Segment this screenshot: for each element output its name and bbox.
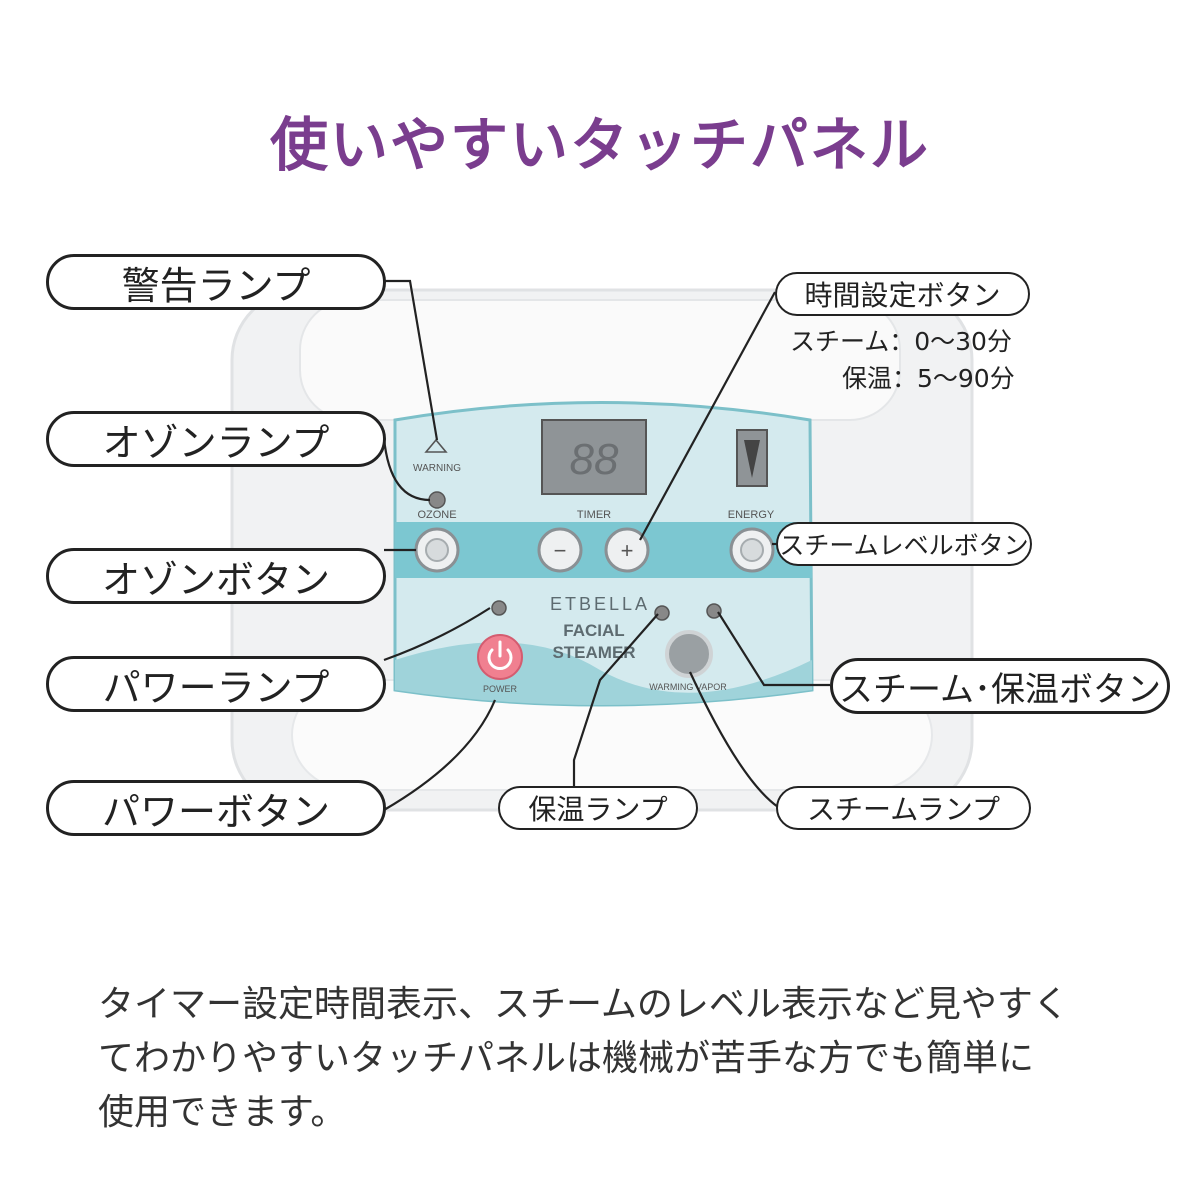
warning-text: WARNING [413,463,461,474]
ozone-button-graphic [416,529,458,571]
label-warm-lamp: 保温ランプ [498,786,698,830]
label-ozone-button: オゾンボタン [46,548,386,604]
steam-warm-button-graphic [667,632,711,676]
label-warning-lamp: 警告ランプ [46,254,386,310]
product-text-1: FACIAL [563,621,624,640]
svg-text:+: + [621,538,634,563]
energy-button-graphic [731,529,773,571]
label-steam-lamp: スチームランプ [776,786,1031,830]
description-line: 使用できます。 [98,1086,1118,1140]
label-steam-warm-button: スチーム･保温ボタン [830,658,1170,714]
label-ozone-lamp: オゾンランプ [46,411,386,467]
timer-note-warm: 保温：5〜90分 [842,359,1015,395]
steam-lamp-graphic [707,604,721,618]
ozone-text: OZONE [417,509,456,521]
description-text: タイマー設定時間表示、スチームのレベル表示など見やすく てわかりやすいタッチパネ… [98,978,1118,1140]
label-power-lamp: パワーランプ [46,656,386,712]
label-timer-button: 時間設定ボタン [775,272,1030,316]
minus-button-graphic: − [539,529,581,571]
display-digits: 88 [570,435,619,484]
description-line: てわかりやすいタッチパネルは機械が苦手な方でも簡単に [98,1032,1118,1086]
power-button-graphic [478,635,522,679]
description-line: タイマー設定時間表示、スチームのレベル表示など見やすく [98,978,1118,1032]
warm-lamp-graphic [655,606,669,620]
timer-text: TIMER [577,509,611,521]
brand-text: ETBELLA [550,594,650,614]
energy-text: ENERGY [728,509,775,521]
timer-note-steam: スチーム：0〜30分 [790,322,1012,358]
ozone-lamp [429,492,445,508]
svg-text:−: − [554,538,567,563]
warming-vapor-text: WARMING VAPOR [649,682,727,692]
power-text: POWER [483,684,518,694]
label-power-button: パワーボタン [46,780,386,836]
power-lamp [492,601,506,615]
label-steam-level-button: スチームレベルボタン [776,522,1032,566]
